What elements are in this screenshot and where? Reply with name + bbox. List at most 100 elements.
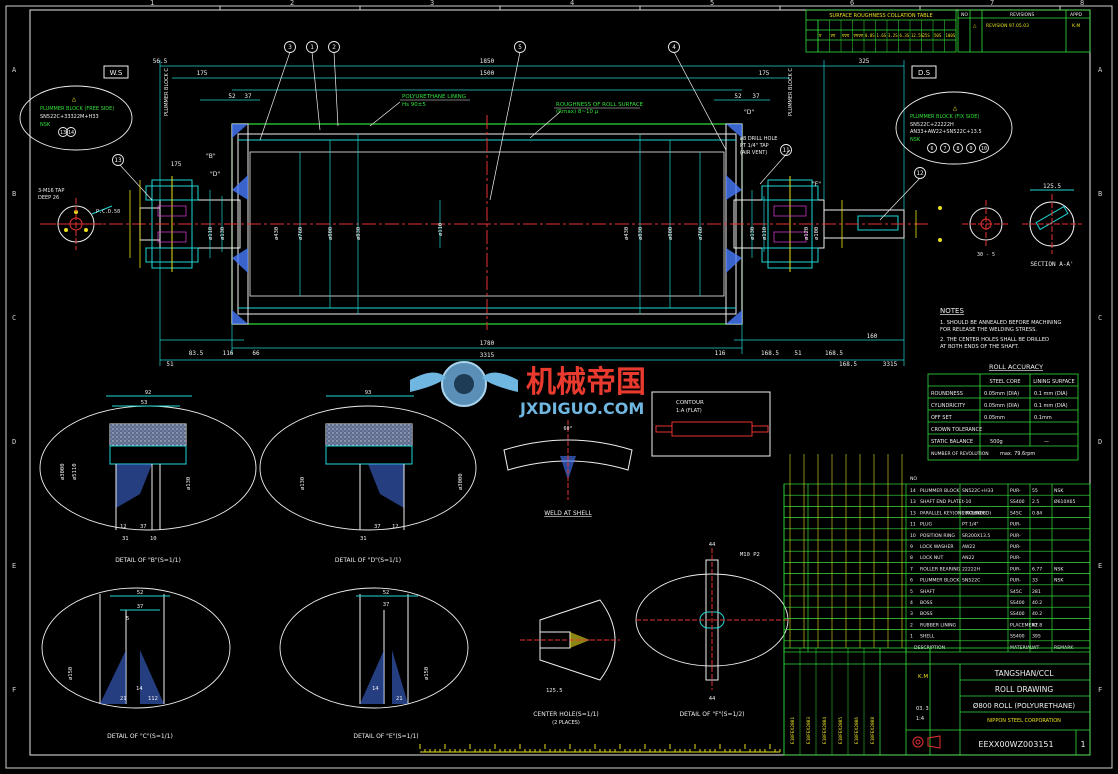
watermark-cn: 机械帝国 — [526, 365, 646, 400]
svg-text:ø430: ø430 — [624, 227, 630, 240]
svg-text:21: 21 — [120, 696, 127, 702]
dim-text: 1780 — [480, 340, 495, 347]
svg-text:0.1 mm (DIA): 0.1 mm (DIA) — [1034, 403, 1068, 409]
dim-text: 37 — [752, 93, 760, 100]
balloon: 6 — [930, 146, 933, 152]
detail-c: 52 37 5 14 21 112 ø150 DETAIL OF "C"(S=1… — [41, 587, 231, 740]
dim-text: 51 — [166, 361, 174, 368]
svg-text:ø150: ø150 — [424, 667, 430, 680]
part-material: PUR- — [1010, 555, 1021, 561]
date: 03. 3 — [916, 706, 929, 712]
dim-text: 116 — [223, 350, 234, 357]
part-remark: Ø610X65 — [1054, 498, 1075, 505]
zone-col: 7 — [990, 0, 994, 7]
part-material: SS400 — [1010, 600, 1025, 606]
detail-f-title: DETAIL OF "F"(S=1/2) — [680, 711, 745, 718]
roughness-table-title: SURFACE ROUGHNESS COLLATION TABLE — [829, 13, 932, 19]
weld-title: WELD AT SHELL — [544, 510, 592, 517]
svg-text:0.05mm (DIA): 0.05mm (DIA) — [984, 403, 1019, 409]
callout-cloud-ds — [895, 91, 1013, 165]
svg-text:ø800: ø800 — [668, 227, 674, 240]
bottom-dims — [159, 238, 905, 366]
svg-text:12: 12 — [120, 524, 127, 530]
side-code: E10FEX2001 — [790, 717, 796, 744]
svg-text:ø130: ø130 — [750, 227, 756, 240]
sheet-border — [5, 5, 1113, 769]
accuracy-title: ROLL ACCURACY — [989, 363, 1043, 371]
svg-text:P.C.D.50: P.C.D.50 — [96, 209, 120, 215]
svg-text:53: 53 — [141, 400, 148, 406]
roll-accuracy-table: ROLL ACCURACY STEEL CORE LINING SURFACE … — [927, 363, 1079, 461]
weld-fillet — [726, 248, 742, 273]
svg-text:PT 1/4" TAP: PT 1/4" TAP — [740, 143, 769, 149]
detail-d-title: DETAIL OF "D"(S=1/1) — [335, 557, 401, 564]
svg-text:0.05mm (DIA): 0.05mm (DIA) — [984, 391, 1019, 397]
revision-block: NO REVISIONS APPD REVISION 97.05.03 K.M … — [957, 9, 1091, 53]
section-aa-title: SECTION A-A' — [1030, 261, 1073, 268]
part-weight: 281 — [1032, 589, 1041, 595]
svg-text:0.1mm: 0.1mm — [1034, 415, 1052, 421]
part-desc: POSITION RING — [920, 533, 955, 539]
dim-text: 3315 — [480, 352, 495, 359]
svg-text:ø430: ø430 — [274, 227, 280, 240]
svg-text:△: △ — [973, 24, 977, 29]
part-no: 9 — [910, 544, 913, 550]
zone-col: 1 — [150, 0, 154, 7]
svg-text:12: 12 — [392, 524, 399, 530]
svg-text:PLUMMER BLOCK C: PLUMMER BLOCK C — [788, 68, 794, 116]
svg-text:(AIR VENT): (AIR VENT) — [740, 150, 767, 156]
ds-label: D.S — [918, 69, 931, 77]
dim-text: 325 — [859, 58, 870, 65]
detail-marker-b: "B" — [206, 153, 216, 160]
svg-text:52: 52 — [137, 590, 144, 596]
svg-text:SN522C+22222H: SN522C+22222H — [910, 122, 954, 128]
zone-col: 4 — [570, 0, 574, 7]
weld-fillet — [726, 124, 742, 138]
part-desc: PLUG — [920, 522, 932, 528]
balloon: 13 — [60, 130, 66, 136]
balloon-leaders — [119, 51, 921, 221]
svg-text:M10 P2: M10 P2 — [740, 552, 760, 558]
scale: 1:4 — [916, 716, 924, 722]
shaft-end-view-ds: 30 - 5 — [938, 200, 1010, 258]
part-material: PUR- — [1010, 488, 1021, 494]
svg-text:AT BOTH ENDS OF THE SHAFT.: AT BOTH ENDS OF THE SHAFT. — [940, 344, 1019, 350]
drawing-title: ROLL DRAWING — [995, 685, 1053, 694]
center-hole-title: CENTER HOLE(S=1/1) — [533, 711, 599, 718]
shaft-end-view: P.C.D.50 — [50, 198, 120, 250]
notes-title: NOTES — [940, 307, 964, 315]
roughness-label: ROUGHNESS OF ROLL SURFACE — [556, 102, 644, 108]
part-spec: 28X16X68 — [962, 510, 986, 516]
svg-text:92: 92 — [145, 390, 152, 396]
svg-text:ø800: ø800 — [328, 227, 334, 240]
svg-text:ø3000: ø3000 — [458, 473, 464, 490]
svg-text:44: 44 — [709, 696, 716, 702]
part-desc: LOCK NUT — [920, 555, 943, 561]
zone-row: C — [12, 314, 16, 322]
svg-text:1:A (FLAT): 1:A (FLAT) — [676, 408, 702, 414]
weld-fillet — [232, 310, 248, 324]
detail-b: 92 53 12 37 31 10 ø3000 ø5110 ø130 DETAI… — [39, 390, 257, 564]
svg-text:ø110: ø110 — [438, 223, 444, 236]
part-desc: BOSS — [920, 611, 933, 617]
detail-c-title: DETAIL OF "C"(S=1/1) — [107, 733, 173, 740]
part-material: PUR- — [1010, 566, 1021, 572]
revision-triangle-icon: △ — [72, 95, 77, 103]
svg-text:21: 21 — [396, 696, 403, 702]
svg-text:NSK: NSK — [40, 122, 51, 128]
part-desc: SHAFT END PLATE — [920, 499, 962, 505]
svg-text:APPD: APPD — [1070, 12, 1083, 18]
svg-text:30 - 5: 30 - 5 — [977, 252, 995, 258]
dim-text: 168.5 — [825, 350, 843, 357]
parts-header: NO — [910, 476, 917, 482]
svg-text:60°: 60° — [563, 426, 572, 432]
detail-markers: "B" "D" "D" "F" — [206, 109, 821, 188]
svg-text:112: 112 — [148, 696, 158, 702]
svg-text:31: 31 — [122, 536, 129, 542]
